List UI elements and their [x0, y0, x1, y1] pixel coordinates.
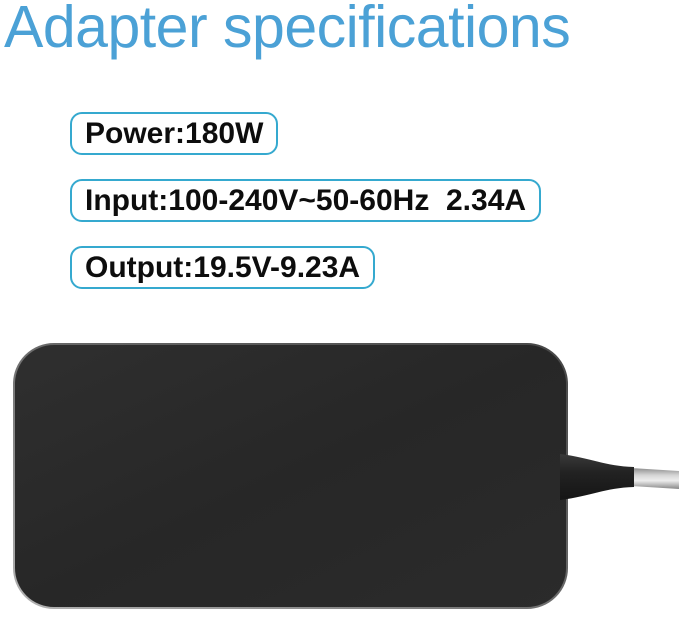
adapter-strain-relief: [560, 454, 634, 500]
adapter-illustration: [13, 343, 679, 609]
spec-input-label: Input:: [85, 184, 169, 217]
spec-output-value: 19.5V-9.23A: [193, 251, 361, 284]
spec-box-input: Input:100-240V~50-60Hz 2.34A: [70, 179, 542, 222]
spec-box-output: Output:19.5V-9.23A: [70, 246, 376, 289]
spec-list: Power:180W Input:100-240V~50-60Hz 2.34A …: [70, 112, 542, 289]
spec-box-power: Power:180W: [70, 112, 279, 155]
page-title: Adapter specifications: [4, 0, 571, 60]
adapter-body: [13, 343, 568, 609]
spec-input-value: 100-240V~50-60Hz 2.34A: [168, 184, 527, 217]
adapter-cable: [630, 468, 679, 489]
spec-output-label: Output:: [85, 251, 194, 284]
spec-power-label: Power:: [85, 117, 186, 150]
adapter-photo: [0, 330, 679, 614]
spec-power-value: 180W: [185, 117, 264, 150]
